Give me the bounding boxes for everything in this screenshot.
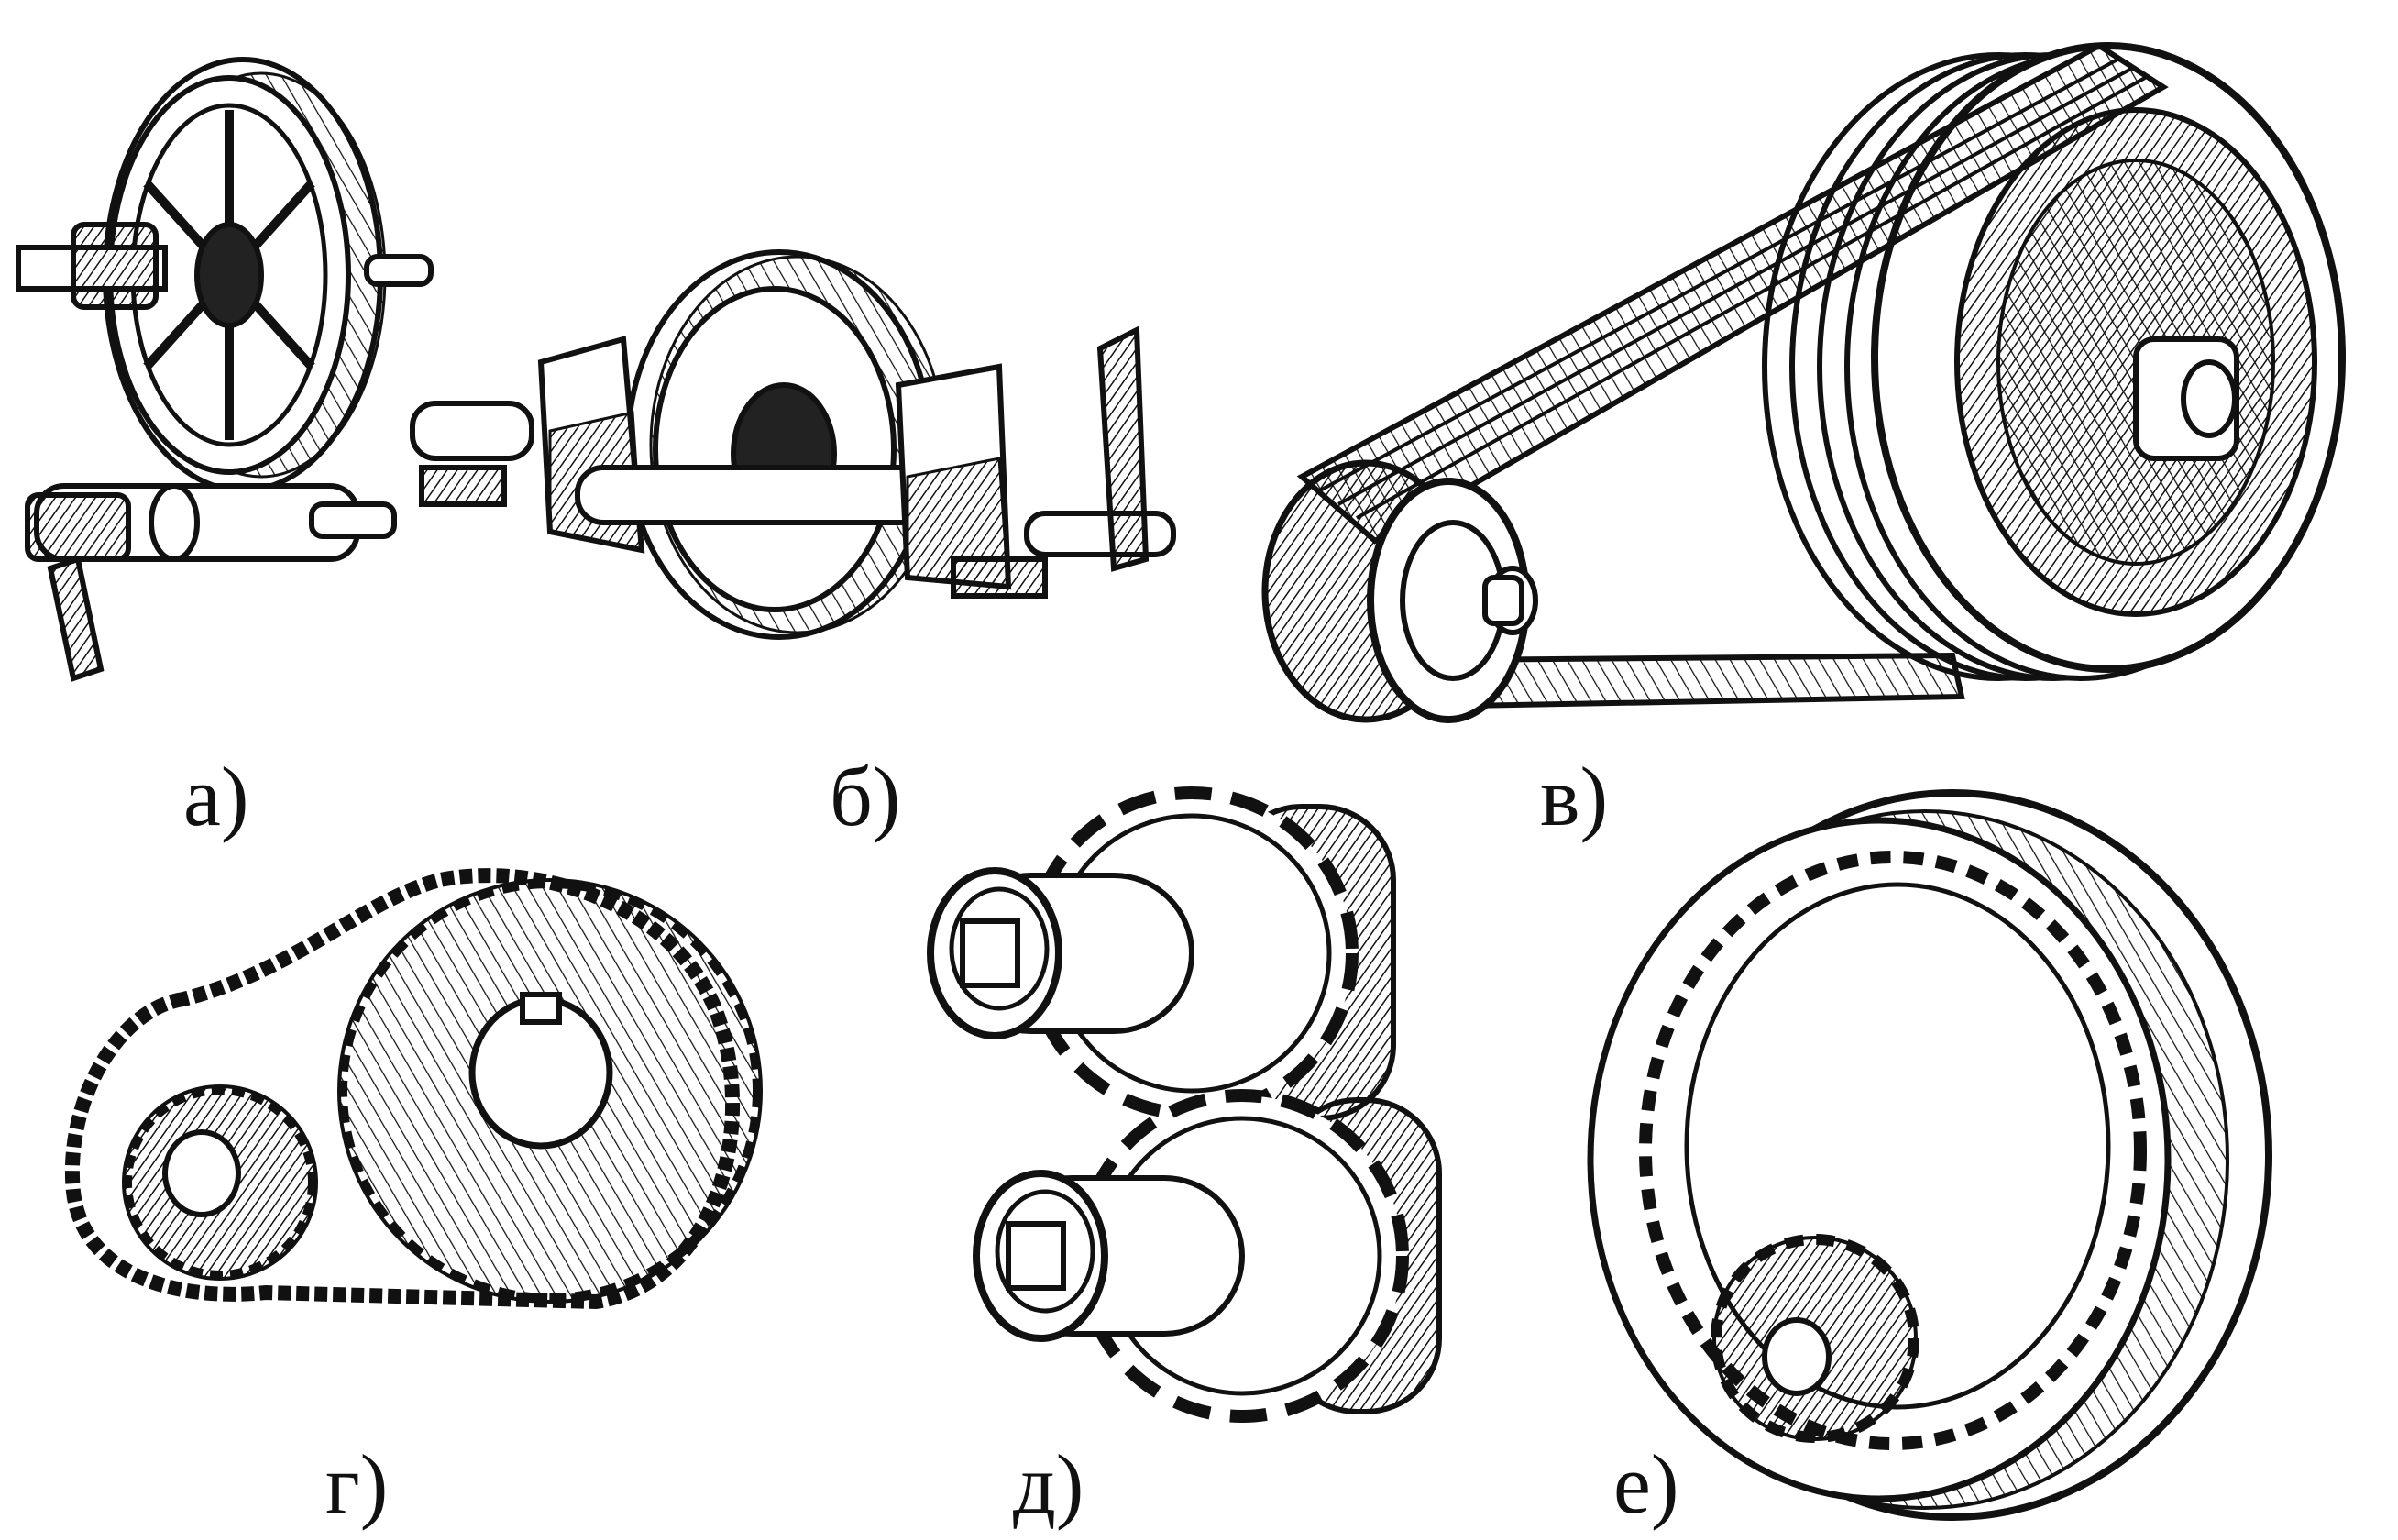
panel-label-a: а) (183, 750, 248, 843)
panel-label-d: д) (1013, 1437, 1084, 1531)
panel-label-v: в) (1540, 750, 1608, 843)
panel-label-g: г) (325, 1437, 388, 1531)
panel-a-flat-belt-pulley (16, 57, 434, 682)
panel-label-b: б) (830, 750, 900, 843)
panel-d-spur-gear-pair (927, 786, 1442, 1423)
panel-g-chain-drive (64, 868, 763, 1310)
panel-label-e: е) (1613, 1437, 1678, 1531)
panel-v-v-belt-drive (1261, 42, 2346, 723)
panel-e-internal-ring-gear (1587, 789, 2272, 1521)
panel-b-friction-disc-drive (410, 249, 1176, 640)
